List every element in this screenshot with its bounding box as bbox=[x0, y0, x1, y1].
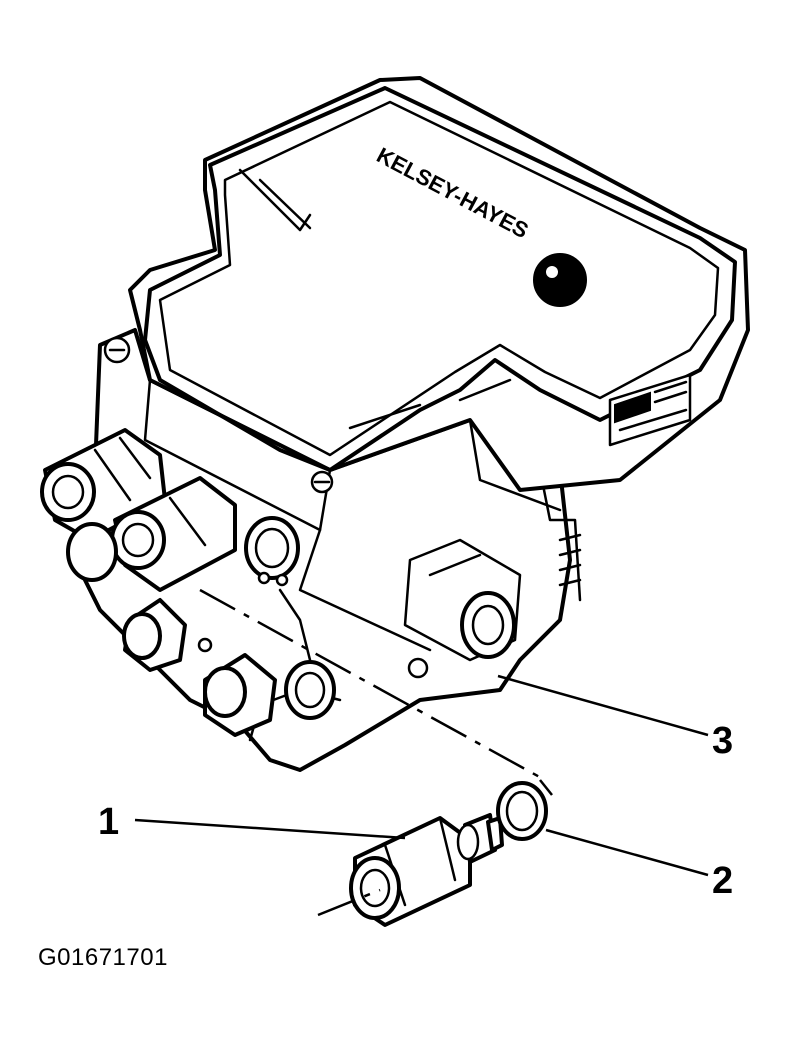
port-fittings bbox=[40, 428, 516, 737]
leader-line-3 bbox=[497, 674, 709, 737]
figure-id: G01671701 bbox=[38, 944, 168, 971]
assembly-centerline bbox=[317, 888, 381, 917]
callout-1: 1 bbox=[98, 801, 120, 843]
sealing-washer bbox=[496, 781, 548, 841]
leader-line-1 bbox=[134, 818, 406, 840]
brand-logo-icon bbox=[533, 253, 587, 307]
control-module-cover: KELSEY-HAYES bbox=[128, 76, 750, 492]
removed-fitting bbox=[349, 813, 504, 927]
leader-line-2 bbox=[545, 828, 709, 877]
callout-3: 3 bbox=[712, 720, 734, 762]
callout-2: 2 bbox=[712, 860, 734, 902]
hydraulic-block bbox=[73, 328, 582, 772]
